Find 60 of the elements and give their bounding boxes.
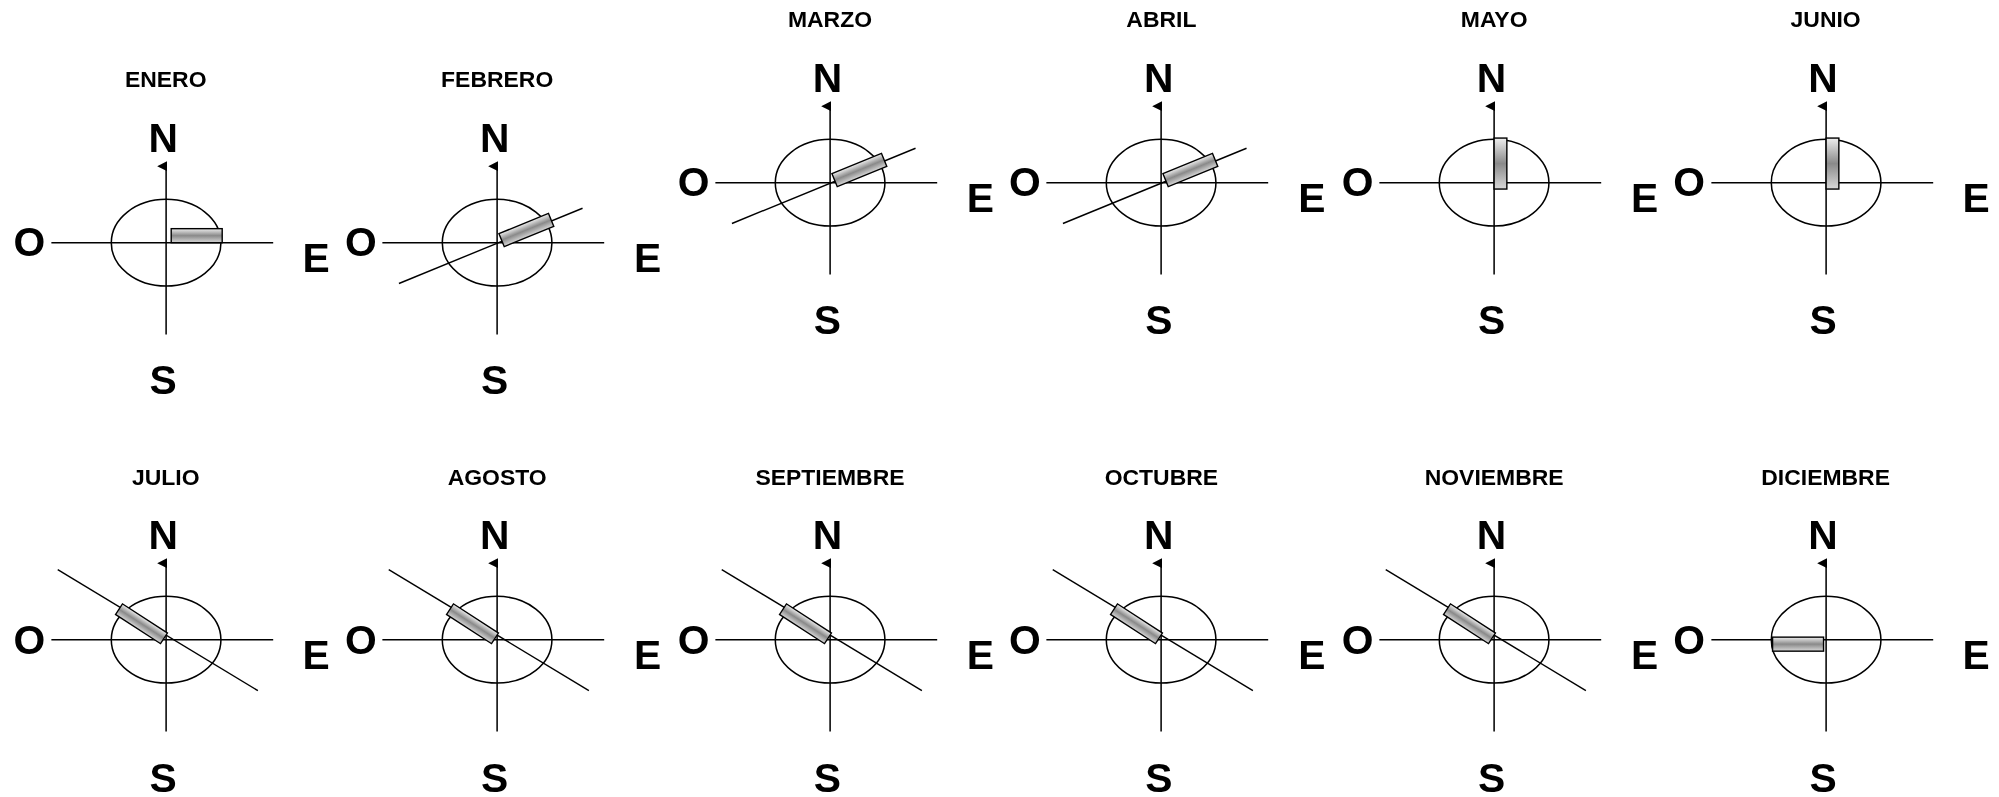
month-title: MAYO [1460, 7, 1528, 31]
east-label: E [302, 634, 330, 676]
south-label: S [813, 299, 841, 341]
west-label: O [1673, 161, 1706, 203]
month-title: NOVIEMBRE [1424, 465, 1564, 489]
west-label: O [677, 619, 710, 661]
north-label: N [1144, 515, 1174, 556]
south-label: S [1478, 299, 1506, 341]
south-label: S [1809, 757, 1837, 797]
east-label: E [634, 237, 662, 278]
east-label: E [1298, 634, 1326, 676]
south-label: S [481, 757, 509, 797]
west-label: O [344, 221, 377, 263]
south-label: S [149, 359, 177, 401]
west-label: O [1341, 161, 1374, 203]
month-title: MARZO [787, 7, 872, 31]
east-label: E [1631, 177, 1659, 218]
west-label: O [1009, 161, 1041, 203]
month-title: JULIO [131, 465, 200, 489]
month-title: OCTUBRE [1104, 465, 1219, 489]
west-label: O [344, 619, 377, 661]
west-label: O [677, 161, 710, 203]
east-label: E [1962, 634, 1990, 676]
month-title: FEBRERO [441, 67, 554, 91]
south-label: S [1478, 757, 1506, 797]
north-label: N [1476, 515, 1507, 556]
north-label: N [148, 117, 178, 159]
east-label: E [1631, 634, 1659, 676]
month-title: ENERO [124, 67, 207, 91]
east-label: E [1962, 177, 1990, 218]
west-label: O [1673, 619, 1706, 661]
south-label: S [1145, 757, 1173, 797]
north-label: N [1144, 57, 1174, 99]
west-label: O [13, 619, 46, 661]
east-label: E [966, 177, 994, 218]
north-label: N [1808, 57, 1838, 99]
west-label: O [13, 221, 46, 263]
east-label: E [1298, 177, 1326, 218]
west-label: O [1341, 619, 1374, 661]
north-label: N [812, 515, 843, 556]
south-label: S [481, 359, 509, 401]
north-label: N [1808, 515, 1838, 556]
month-title: JUNIO [1790, 7, 1861, 31]
north-label: N [479, 117, 510, 159]
south-label: S [149, 757, 177, 797]
north-label: N [148, 515, 178, 556]
east-label: E [302, 237, 330, 278]
north-label: N [1476, 57, 1507, 99]
south-label: S [1809, 299, 1837, 341]
north-label: N [479, 515, 510, 556]
month-title: DICIEMBRE [1761, 465, 1890, 489]
south-label: S [1145, 299, 1173, 341]
east-label: E [634, 634, 662, 676]
east-label: E [966, 634, 994, 676]
month-title: SEPTIEMBRE [755, 465, 905, 489]
north-label: N [812, 57, 843, 99]
south-label: S [813, 757, 841, 797]
month-title: ABRIL [1126, 7, 1197, 31]
west-label: O [1009, 619, 1041, 661]
month-title: AGOSTO [447, 465, 547, 489]
